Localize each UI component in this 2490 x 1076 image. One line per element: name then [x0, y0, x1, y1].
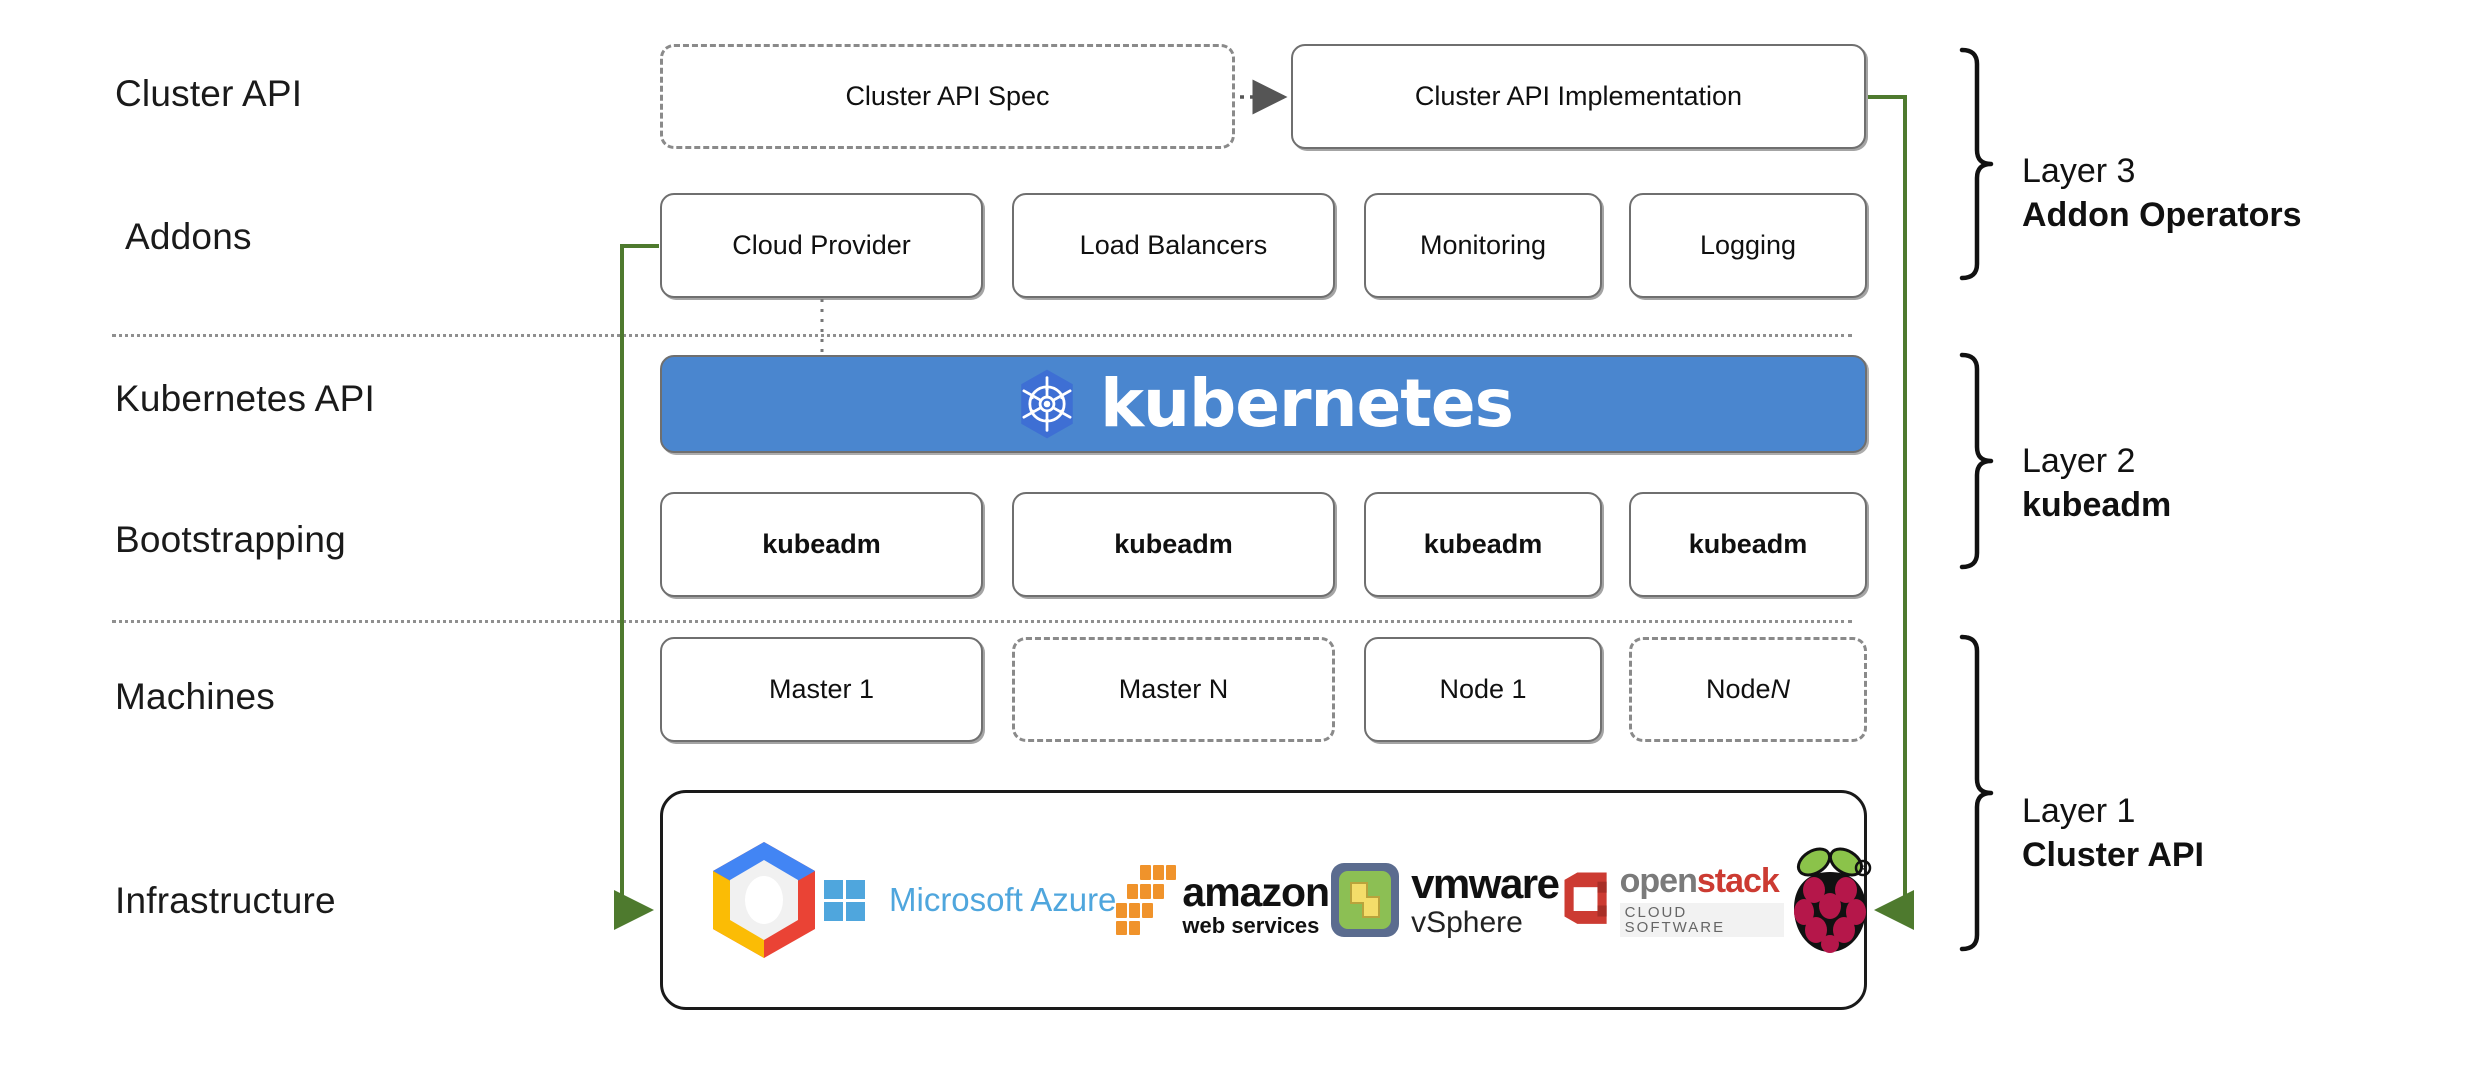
microsoft-azure-wordmark: Microsoft Azure — [889, 881, 1117, 918]
layer-3-number: Layer 3 — [2022, 152, 2136, 190]
bootstrap-box-1[interactable]: kubeadm — [660, 492, 983, 597]
layer-3-label: Layer 3 Addon Operators — [2022, 150, 2302, 237]
addon-box-monitoring[interactable]: Monitoring — [1364, 193, 1602, 298]
kubernetes-api-banner[interactable]: kubernetes — [660, 355, 1867, 453]
cluster-api-spec-box[interactable]: Cluster API Spec — [660, 44, 1235, 149]
addon-label-load-balancers: Load Balancers — [1079, 230, 1268, 260]
row-label-machines: Machines — [115, 676, 275, 717]
cluster-api-spec-label: Cluster API Spec — [845, 81, 1050, 111]
layer-2-label: Layer 2 kubeadm — [2022, 440, 2171, 527]
addon-box-logging[interactable]: Logging — [1629, 193, 1867, 298]
addon-box-load-balancers[interactable]: Load Balancers — [1012, 193, 1335, 298]
cloud-provider-to-infrastructure-wire — [614, 244, 659, 930]
amazon-web-services-logo: amazon web services — [1116, 863, 1330, 938]
layer-1-number: Layer 1 — [2022, 792, 2136, 830]
amazon-wordmark: amazon — [1182, 869, 1330, 915]
layer-2-bracket — [1959, 352, 1994, 570]
layer-2-number: Layer 2 — [2022, 442, 2136, 480]
machine-box-master-1[interactable]: Master 1 — [660, 637, 983, 742]
machine-label-node-n: Node — [1705, 674, 1771, 704]
kubernetes-helm-wheel-icon — [1014, 368, 1080, 440]
machine-label-node-1: Node 1 — [1439, 674, 1527, 704]
aws-sub-wordmark: web services — [1182, 913, 1320, 938]
layer-2-name: kubeadm — [2022, 485, 2172, 524]
layer-3-name: Addon Operators — [2022, 195, 2302, 234]
machine-label-master-n: Master N — [1118, 674, 1229, 704]
addon-label-logging: Logging — [1699, 230, 1797, 260]
machine-box-node-1[interactable]: Node 1 — [1364, 637, 1602, 742]
machine-box-master-n[interactable]: Master N — [1012, 637, 1335, 742]
row-label-bootstrapping: Bootstrapping — [115, 519, 346, 560]
layer-3-bracket — [1959, 47, 1994, 281]
bootstrap-label-1: kubeadm — [762, 529, 881, 559]
svg-text:R: R — [1860, 865, 1866, 875]
google-cloud-platform-logo — [705, 838, 823, 962]
infrastructure-box[interactable]: Microsoft Azure amazo — [660, 790, 1871, 1010]
machine-box-node-n[interactable]: Node N — [1629, 637, 1867, 742]
openstack-wordmark: openstack — [1619, 861, 1780, 900]
machine-label-master-1: Master 1 — [768, 674, 875, 704]
row-label-kubernetes-api: Kubernetes API — [115, 378, 375, 419]
vmware-wordmark: vmware — [1411, 859, 1560, 907]
bootstrap-box-3[interactable]: kubeadm — [1364, 492, 1602, 597]
layer-1-bracket — [1959, 634, 1994, 952]
openstack-sub-wordmark: CLOUD SOFTWARE — [1619, 902, 1784, 937]
row-label-cluster-api: Cluster API — [115, 73, 303, 114]
bootstrap-label-3: kubeadm — [1423, 529, 1543, 559]
bootstrap-box-2[interactable]: kubeadm — [1012, 492, 1335, 597]
bootstrap-box-4[interactable]: kubeadm — [1629, 492, 1867, 597]
machine-label-node-n-index: N — [1770, 674, 1791, 704]
vmware-vsphere-logo: vmware vSphere — [1329, 859, 1560, 939]
cluster-api-implementation-label: Cluster API Implementation — [1414, 81, 1743, 111]
raspberry-pi-logo: R — [1784, 842, 1876, 958]
divider-layer2-layer1 — [112, 620, 1852, 623]
kubernetes-wordmark: kubernetes — [1100, 365, 1514, 442]
microsoft-azure-logo: Microsoft Azure — [823, 878, 1116, 922]
layer-1-label: Layer 1 Cluster API — [2022, 790, 2204, 877]
bootstrap-label-4: kubeadm — [1688, 529, 1808, 559]
addon-box-cloud-provider[interactable]: Cloud Provider — [660, 193, 983, 298]
openstack-logo: openstack CLOUD SOFTWARE — [1559, 864, 1784, 937]
divider-layer3-layer2 — [112, 334, 1852, 337]
bootstrap-label-2: kubeadm — [1114, 529, 1233, 559]
cluster-api-implementation-box[interactable]: Cluster API Implementation — [1291, 44, 1866, 149]
vsphere-wordmark: vSphere — [1411, 905, 1523, 939]
implementation-to-infrastructure-wire — [1868, 95, 1914, 930]
row-label-addons: Addons — [125, 216, 252, 257]
addon-label-monitoring: Monitoring — [1419, 230, 1547, 260]
layer-1-name: Cluster API — [2022, 835, 2205, 874]
addon-label-cloud-provider: Cloud Provider — [732, 230, 911, 260]
row-label-infrastructure: Infrastructure — [115, 880, 336, 921]
